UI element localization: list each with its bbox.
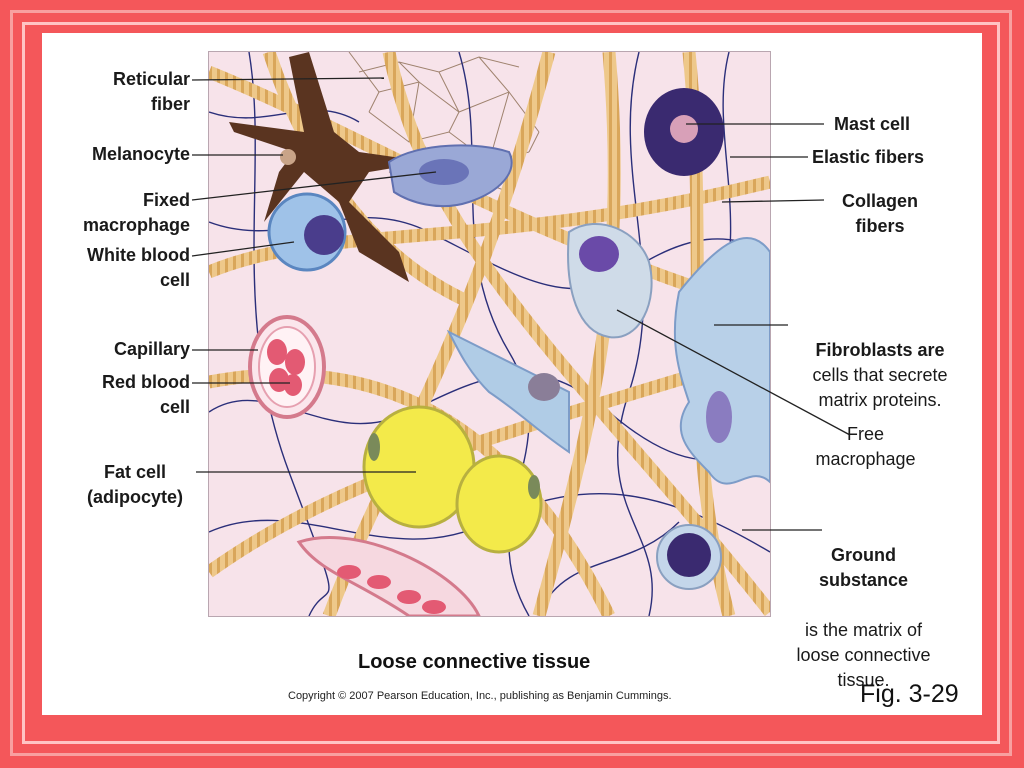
label-white-blood-cell: White blood cell <box>87 245 190 290</box>
melanocyte-illustration <box>229 52 429 282</box>
tissue-illustration <box>208 51 771 617</box>
copyright-notice: Copyright © 2007 Pearson Education, Inc.… <box>288 690 672 702</box>
label-red-blood-cell: Red blood cell <box>102 372 190 417</box>
label-fibroblasts: Fibroblasts are cells that secrete matri… <box>790 313 970 438</box>
label-fibroblasts-are: are <box>912 340 945 360</box>
label-ground-substance: Ground substance is the matrix of loose … <box>786 518 941 718</box>
capillary-illustration <box>248 315 326 419</box>
white-blood-cell-illustration <box>267 192 347 272</box>
inner-frame <box>22 22 1000 744</box>
label-ground-substance-bold: Ground substance <box>818 545 909 590</box>
label-fibroblasts-description: cells that secrete matrix proteins. <box>812 365 948 410</box>
fat-cell-illustration <box>362 405 543 554</box>
label-collagen-fibers: Collagen fibers <box>841 191 918 236</box>
label-fixed-macrophage: Fixed macrophage <box>82 190 190 235</box>
label-reticular-fiber: Reticular fiber <box>112 69 190 114</box>
fixed-macrophage-illustration <box>387 144 513 208</box>
label-free-macrophage: Free macrophage <box>815 424 916 469</box>
mast-cell-illustration <box>644 88 724 176</box>
label-ground-substance-description: is the matrix of loose connective tissue… <box>796 620 931 690</box>
outer-frame <box>10 10 1012 756</box>
label-fibroblasts-bold: Fibroblasts <box>815 340 913 360</box>
label-mast-cell: Mast cell <box>834 114 911 134</box>
lymphocyte-illustration <box>656 524 722 590</box>
label-elastic-fibers: Elastic fibers <box>812 147 925 167</box>
label-melanocyte: Melanocyte <box>91 144 190 164</box>
figure-number: Fig. 3-29 <box>860 680 959 708</box>
label-capillary: Capillary <box>113 339 190 359</box>
free-macrophage-illustration <box>567 222 653 339</box>
label-fat-cell: Fat cell (adipocyte) <box>86 462 183 507</box>
lower-capillary-illustration <box>296 536 481 616</box>
figure-caption: Loose connective tissue <box>358 651 591 673</box>
